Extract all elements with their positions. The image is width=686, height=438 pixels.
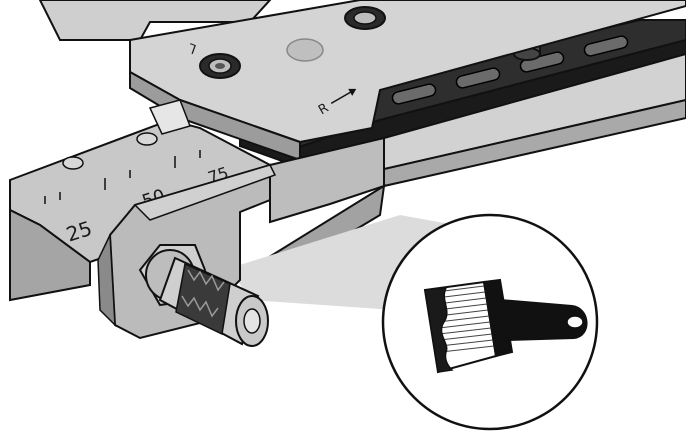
scale-rail: 25 50 75 [9,99,271,302]
plate-slots [391,35,629,105]
rail-ticks [44,150,201,204]
adjustment-screw [138,244,269,347]
top-plate: L R [129,0,686,162]
paintbrush-icon [423,278,588,374]
plate-hole-left [199,53,241,79]
rail-hole-1 [62,156,84,170]
grease-band [175,262,231,336]
rail-hole-2 [136,132,158,146]
upper-back-plate [38,0,272,41]
plate-hole-center [286,38,324,62]
plate-hole-top [344,6,386,30]
